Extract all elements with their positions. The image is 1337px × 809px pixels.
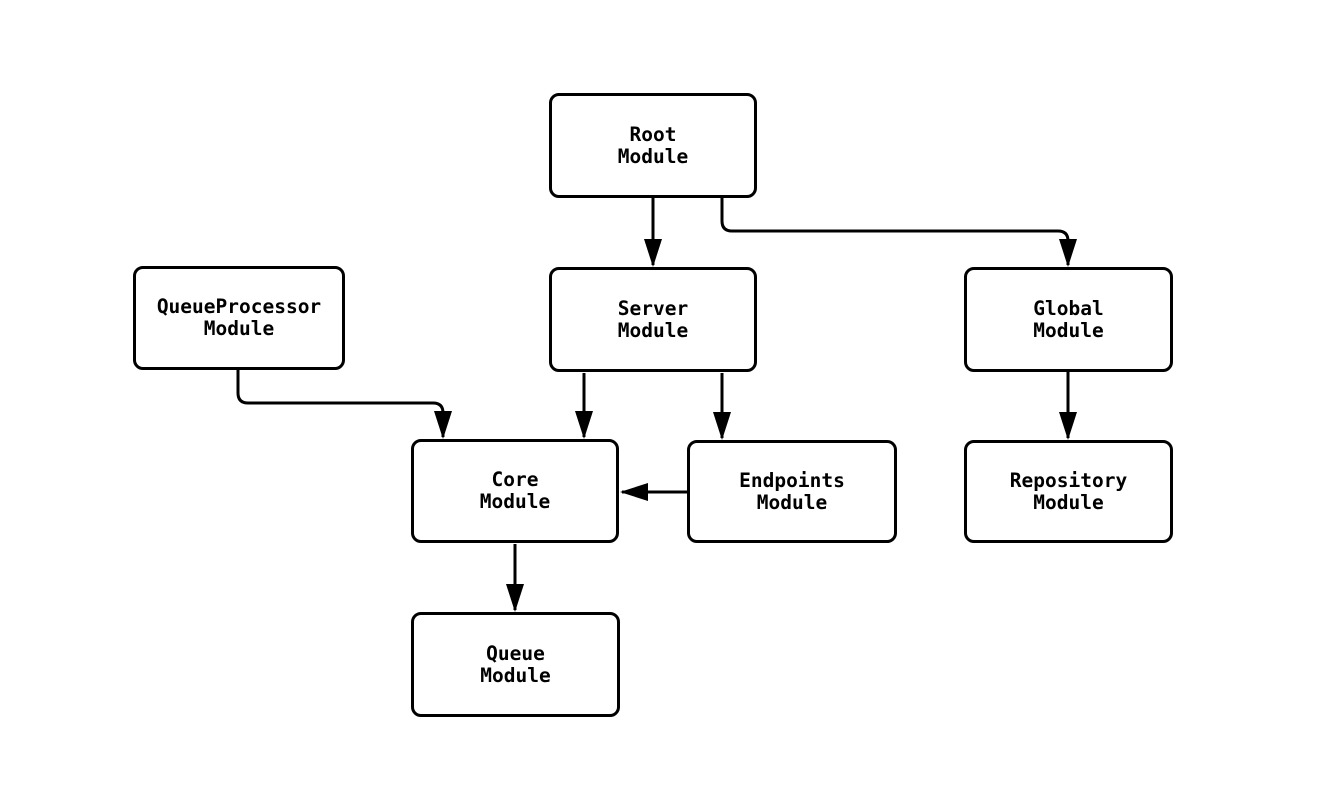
edge-root-to-global <box>720 198 1077 267</box>
node-queue-module: Queue Module <box>411 612 620 717</box>
node-repository-module-label: Repository Module <box>1009 468 1128 514</box>
node-queueprocessor-module: QueueProcessor Module <box>133 266 345 370</box>
node-core-module: Core Module <box>411 439 619 543</box>
node-server-module-label: Server Module <box>617 296 689 342</box>
node-endpoints-module-label: Endpoints Module <box>739 468 845 514</box>
node-global-module-label: Global Module <box>1033 296 1104 342</box>
node-queue-module-label: Queue Module <box>480 641 551 687</box>
edge-queueprocessor-to-core <box>236 370 452 439</box>
node-endpoints-module: Endpoints Module <box>687 440 897 543</box>
node-global-module: Global Module <box>964 267 1173 372</box>
node-repository-module: Repository Module <box>964 440 1173 543</box>
node-server-module: Server Module <box>549 267 757 372</box>
node-root-module: Root Module <box>549 93 757 198</box>
node-root-module-label: Root Module <box>617 122 689 168</box>
node-queueprocessor-module-label: QueueProcessor Module <box>156 295 322 340</box>
node-core-module-label: Core Module <box>479 468 551 513</box>
